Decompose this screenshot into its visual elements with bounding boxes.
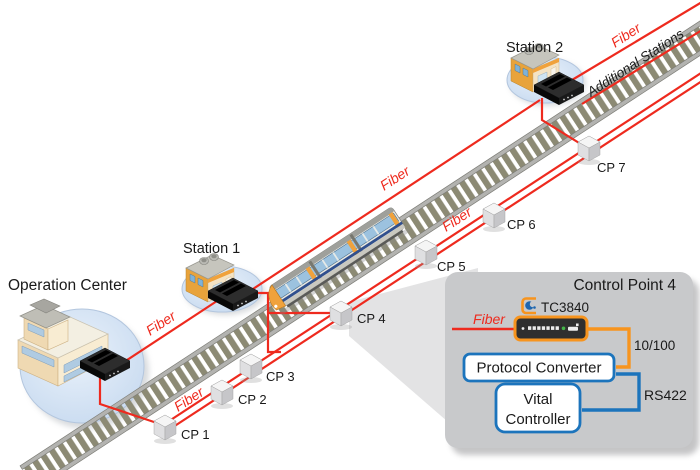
control-point4-callout: Control Point 4 TC3840 Fiber 10/100 <box>445 272 699 455</box>
serial-link-line <box>582 372 641 412</box>
fiber-label-top-right: Fiber <box>608 19 645 51</box>
cp7-cube <box>577 135 601 165</box>
fiber-label-backbone: Fiber <box>377 162 414 194</box>
cp5-cube <box>414 239 438 269</box>
comnet-logo-icon <box>521 297 536 315</box>
ethernet-label: 10/100 <box>634 338 675 353</box>
cp3-label: CP 3 <box>266 369 295 384</box>
station2-label: Station 2 <box>506 40 563 56</box>
passenger-train <box>268 207 410 315</box>
operation-center-label: Operation Center <box>8 277 127 294</box>
device-model-label: TC3840 <box>541 300 589 315</box>
fiber-label-oc: Fiber <box>143 307 180 339</box>
fiber-station-drops <box>98 98 585 426</box>
cp1-cube <box>153 414 177 444</box>
fiber-backbone <box>123 1 700 363</box>
cp-cubes <box>153 135 601 444</box>
tc3840-device <box>513 315 589 342</box>
vital-controller-label-line2: Controller <box>505 411 570 428</box>
protocol-converter-label: Protocol Converter <box>476 360 601 377</box>
cp3-cube <box>239 353 263 383</box>
station2-switch-device <box>533 71 585 105</box>
serial-label: RS422 <box>644 387 687 403</box>
vital-controller-box: Vital Controller <box>494 382 582 434</box>
cp6-label: CP 6 <box>507 217 536 232</box>
vital-controller-label-line1: Vital <box>524 391 553 408</box>
cp7-label: CP 7 <box>597 160 626 175</box>
station1-switch-device <box>207 277 259 311</box>
cp2-cube <box>210 379 234 409</box>
ethernet-link-line <box>587 327 631 369</box>
callout-title: Control Point 4 <box>573 277 676 294</box>
operation-center-building <box>17 298 109 387</box>
cp2-label: CP 2 <box>238 392 267 407</box>
cp5-label: CP 5 <box>437 259 466 274</box>
cp4-cube <box>329 300 353 330</box>
cp1-label: CP 1 <box>181 427 210 442</box>
callout-fiber-label: Fiber <box>473 311 506 327</box>
cp6-cube <box>482 202 506 232</box>
cp4-label: CP 4 <box>357 311 386 326</box>
station1-label: Station 1 <box>183 241 240 257</box>
operation-center-switch-device <box>79 347 131 381</box>
protocol-converter-box: Protocol Converter <box>462 352 616 383</box>
